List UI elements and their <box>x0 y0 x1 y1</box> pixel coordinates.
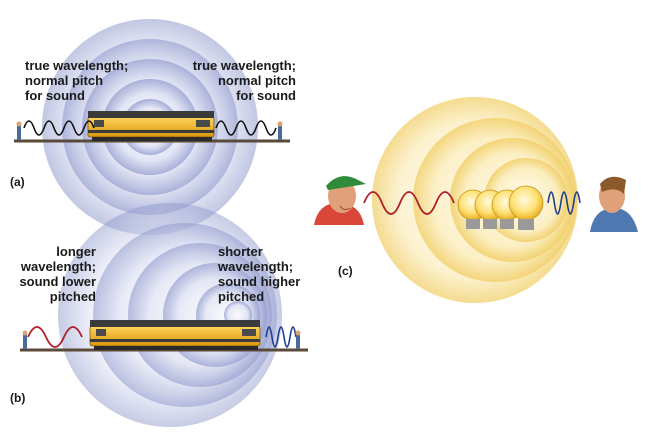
panel-c-light-bulbs <box>457 185 544 230</box>
panel-a-right-wave <box>215 120 277 136</box>
panel-b-left-line-1: longer <box>56 244 96 259</box>
panel-b-right-line-3: sound higher <box>218 274 301 289</box>
panel-c-left-observer <box>314 176 366 225</box>
panel-b-sound-rings <box>58 203 282 427</box>
panel-b-right-label: shorter wavelength; sound higher pitched <box>218 244 300 304</box>
panel-c-left-wave-red <box>363 191 455 215</box>
panel-c-label: (c) <box>338 264 353 278</box>
panel-b-left-listener <box>22 330 28 349</box>
panel-a-train <box>87 111 215 141</box>
panel-a-left-label: true wavelength; normal pitch for sound <box>25 58 128 103</box>
panel-a-right-label: true wavelength; normal pitch for sound <box>193 58 296 103</box>
panel-b-left-line-2: wavelength; <box>20 259 96 274</box>
panel-a-left-line-3: for sound <box>25 88 85 103</box>
panel-b-left-wave-long <box>27 326 83 348</box>
panel-c <box>314 97 638 303</box>
panel-a-right-line-2: normal pitch <box>217 73 296 88</box>
panel-b-right-line-4: pitched <box>218 289 265 304</box>
panel-b <box>20 203 308 427</box>
panel-a-right-listener <box>277 121 283 140</box>
panel-b-left-label: longer wavelength; sound lower pitched <box>19 244 96 304</box>
panel-a-label: (a) <box>10 175 25 189</box>
panel-b-right-line-1: shorter <box>218 244 263 259</box>
panel-b-train <box>89 320 261 350</box>
panel-a-left-listener <box>16 121 22 140</box>
panel-a-right-line-3: for sound <box>236 88 296 103</box>
panel-b-left-line-3: sound lower <box>19 274 96 289</box>
panel-c-right-wave-blue <box>547 191 581 215</box>
panel-b-right-listener <box>295 330 301 349</box>
panel-c-right-observer <box>590 176 638 232</box>
panel-b-left-line-4: pitched <box>49 289 96 304</box>
panel-a <box>14 19 290 235</box>
panel-a-left-line-2: normal pitch <box>25 73 104 88</box>
panel-a-left-wave <box>23 120 95 136</box>
panel-b-label: (b) <box>10 391 26 405</box>
panel-b-right-line-2: wavelength; <box>218 259 294 274</box>
panel-a-left-line-1: true wavelength; <box>25 58 129 73</box>
panel-b-right-wave-short <box>265 326 297 348</box>
panel-a-right-line-1: true wavelength; <box>192 58 296 73</box>
